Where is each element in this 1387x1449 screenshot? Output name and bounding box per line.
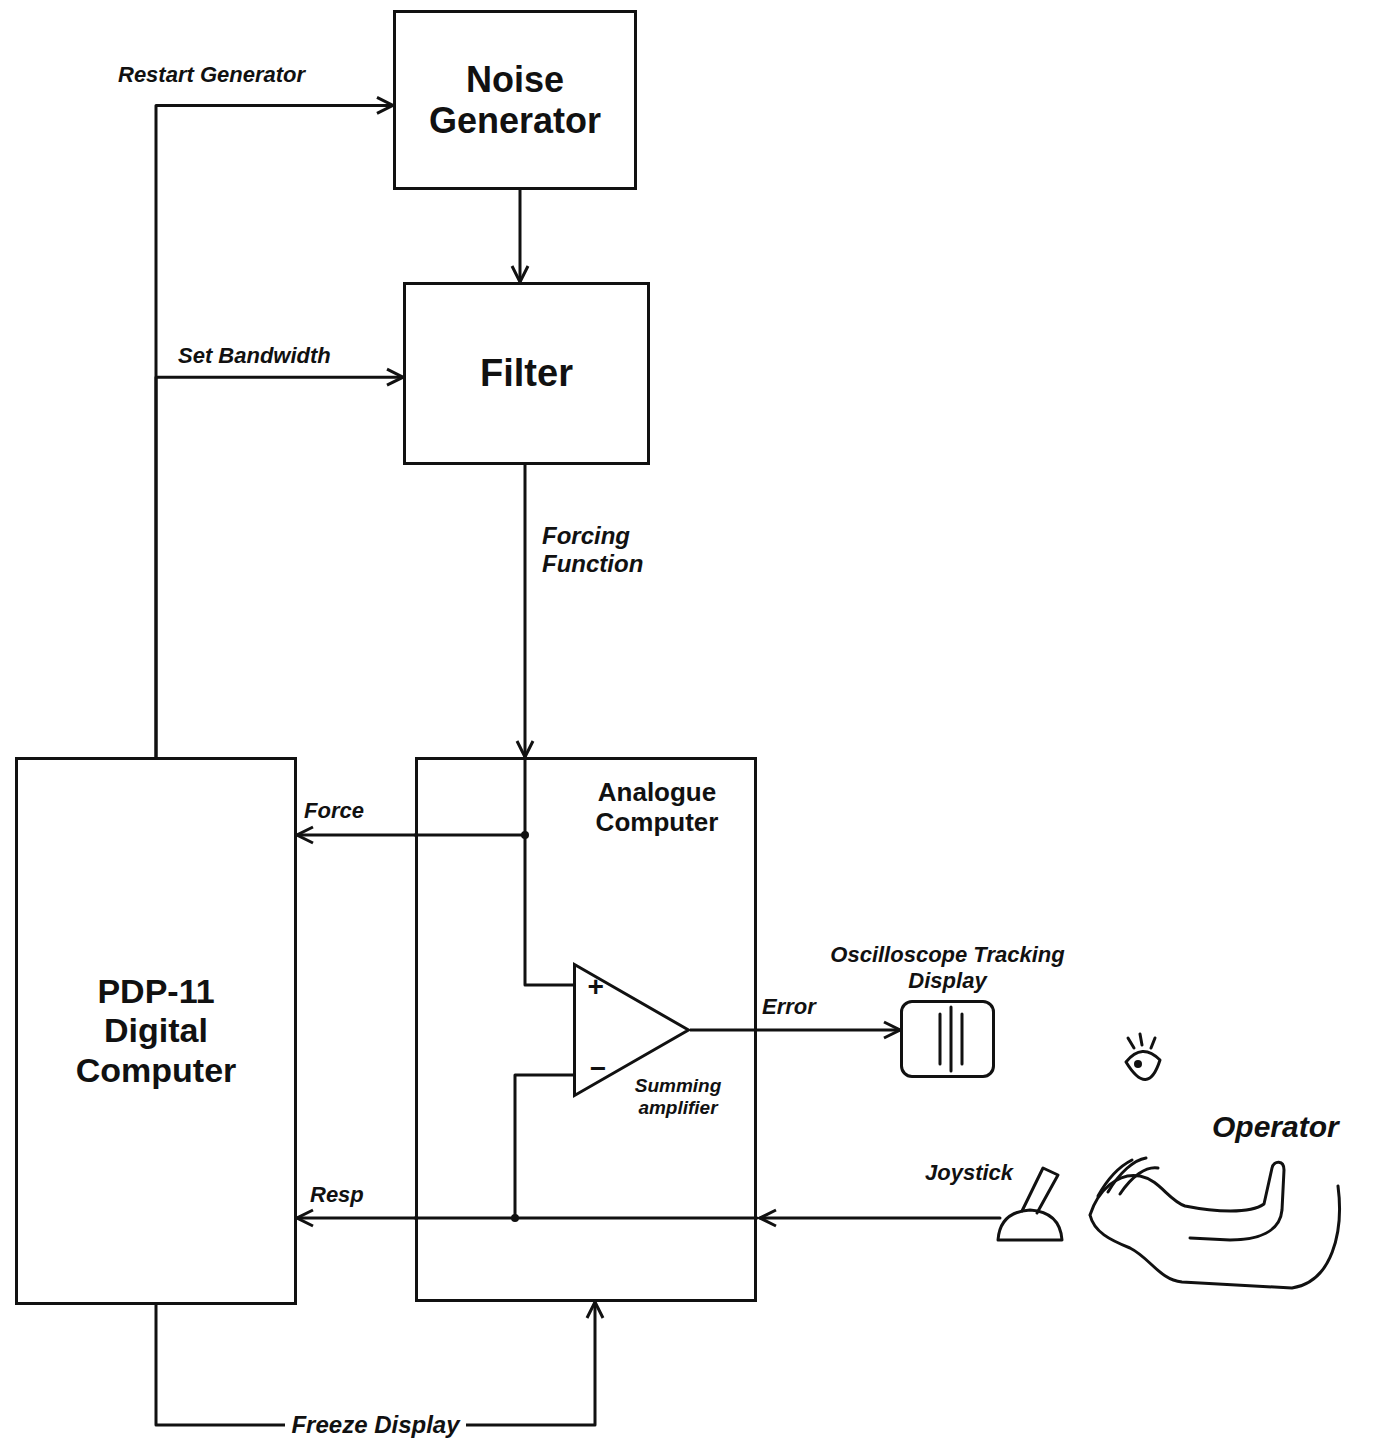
screen-trace (940, 1007, 962, 1071)
eye-pupil (1134, 1060, 1142, 1068)
joystick-wire (760, 1217, 1000, 1220)
signal-connector (156, 1302, 595, 1425)
signal-label: Resp (310, 1182, 364, 1207)
input-sign: − (589, 1053, 605, 1085)
signal-label: Set Bandwidth (178, 343, 331, 368)
node-label: Oscilloscope Tracking Display (830, 942, 1065, 993)
process-box: Filter (403, 282, 650, 465)
node-label: Noise Generator (423, 59, 608, 142)
signal-label: Restart Generator (118, 62, 305, 87)
eye-symbol (1126, 1034, 1160, 1080)
joystick-base (998, 1210, 1062, 1240)
joystick-stick (1022, 1168, 1058, 1213)
node-label: Summing amplifier (623, 1075, 733, 1119)
forcing-wire (525, 757, 573, 985)
operator-arm (1090, 1162, 1339, 1288)
amplifier-triangle: Summing amplifier+− (573, 963, 690, 1097)
input-sign: + (587, 971, 603, 1003)
signal-label: Forcing Function (542, 522, 692, 577)
signal-connector (690, 1029, 900, 1032)
signal-connector (524, 465, 527, 757)
signal-connector (297, 1217, 415, 1220)
signal-connector (156, 377, 403, 757)
node-label: Filter (480, 352, 573, 396)
node-label: PDP-11 Digital Computer (56, 972, 256, 1089)
computer-box: Analogue ComputerSumming amplifier + − (415, 757, 757, 1302)
operator-label: Operator (1212, 1110, 1339, 1145)
junction-dot (521, 831, 529, 839)
oscilloscope-screen: Oscilloscope Tracking Display (900, 1000, 995, 1078)
feedback-wire (515, 1075, 573, 1218)
signal-label: Error (762, 994, 816, 1019)
computer-box: PDP-11 Digital Computer (15, 757, 297, 1305)
node-label: Analogue Computer (582, 778, 732, 838)
process-box: Noise Generator (393, 10, 637, 190)
signal-connector (519, 190, 522, 282)
device-label: Joystick (925, 1160, 1013, 1185)
signal-label: Force (304, 798, 364, 823)
force-tap-wire (415, 834, 525, 837)
signal-connector (297, 834, 415, 837)
junction-dot (511, 1214, 519, 1222)
operator-fingers (1098, 1158, 1158, 1196)
resp-bus-wire (415, 1217, 757, 1220)
signal-connector (156, 105, 393, 757)
signal-label: Freeze Display (285, 1411, 465, 1439)
